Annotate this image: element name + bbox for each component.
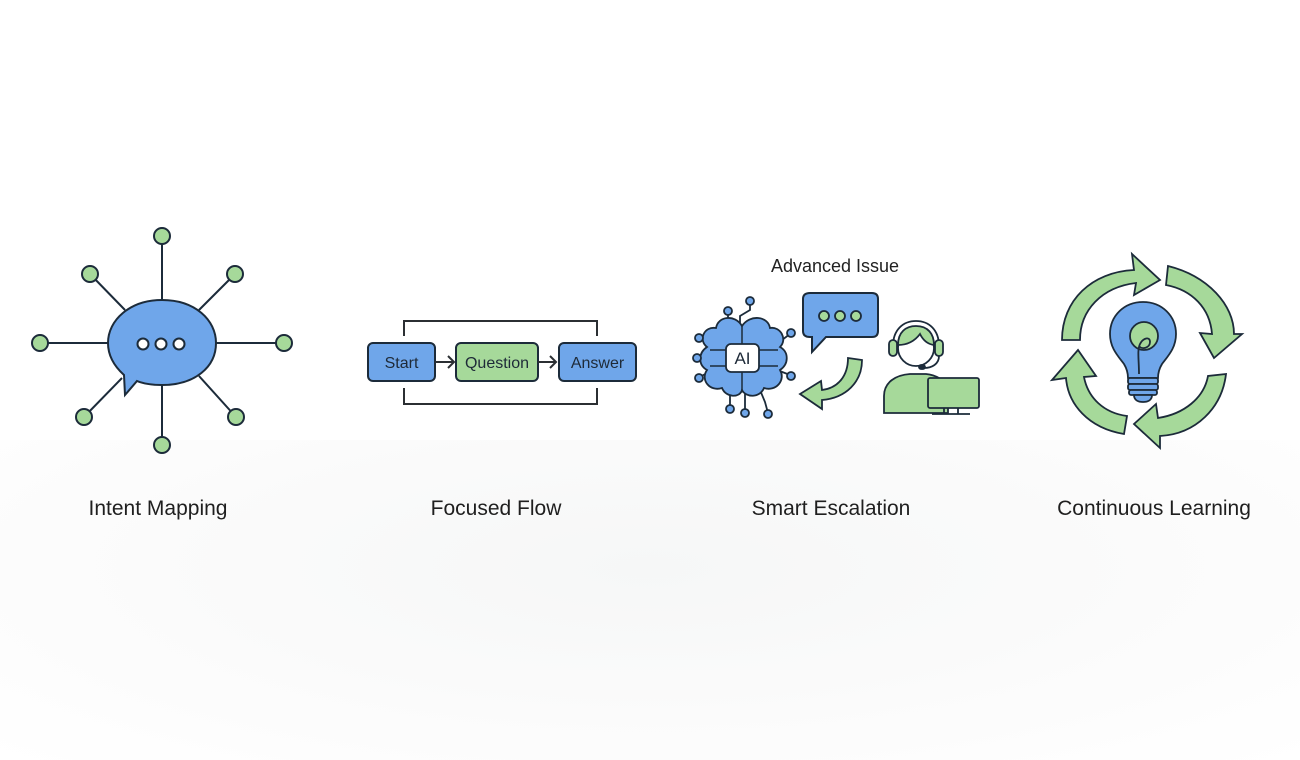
flow-step-question-label: Question [465, 355, 529, 372]
flow-step-answer-label: Answer [571, 355, 625, 372]
focused-flow-icon: Start Question Answer [367, 320, 637, 405]
arrow-right-icon [538, 355, 558, 369]
node-bottom-right [227, 408, 245, 426]
typing-dots-icon [136, 337, 186, 351]
node-bottom-left [75, 408, 93, 426]
feature-title-smart-escalation: Smart Escalation [751, 497, 911, 520]
advanced-issue-caption: Advanced Issue [770, 256, 900, 276]
lightbulb-icon [1109, 301, 1177, 403]
intent-mapping-icon [31, 227, 293, 454]
feature-title-continuous-learning: Continuous Learning [1057, 497, 1251, 520]
flow-step-answer: Answer [558, 342, 637, 382]
node-bottom [153, 436, 171, 454]
flow-step-start: Start [367, 342, 436, 382]
flow-step-start-label: Start [385, 355, 419, 372]
flow-step-question: Question [455, 342, 539, 382]
node-top [153, 227, 171, 245]
feature-title-focused-flow: Focused Flow [430, 497, 562, 520]
node-left [31, 334, 49, 352]
node-top-left [81, 265, 99, 283]
background-shade [0, 440, 1300, 760]
node-right [275, 334, 293, 352]
flow-brackets [403, 320, 598, 405]
arrow-right-icon [435, 355, 456, 369]
continuous-learning-icon [1049, 251, 1245, 451]
feature-title-intent-mapping: Intent Mapping [88, 497, 228, 520]
support-agent-icon [883, 320, 980, 415]
cycle-arrows-icon [1049, 251, 1245, 451]
smart-escalation-icon: AI [692, 292, 980, 419]
ai-brain-icon [692, 296, 796, 419]
curved-arrow-icon [798, 356, 863, 411]
node-top-right [226, 265, 244, 283]
hub-nodes [31, 227, 293, 454]
ai-chip-label: AI [734, 349, 750, 368]
chat-bubble-icon [802, 292, 879, 355]
